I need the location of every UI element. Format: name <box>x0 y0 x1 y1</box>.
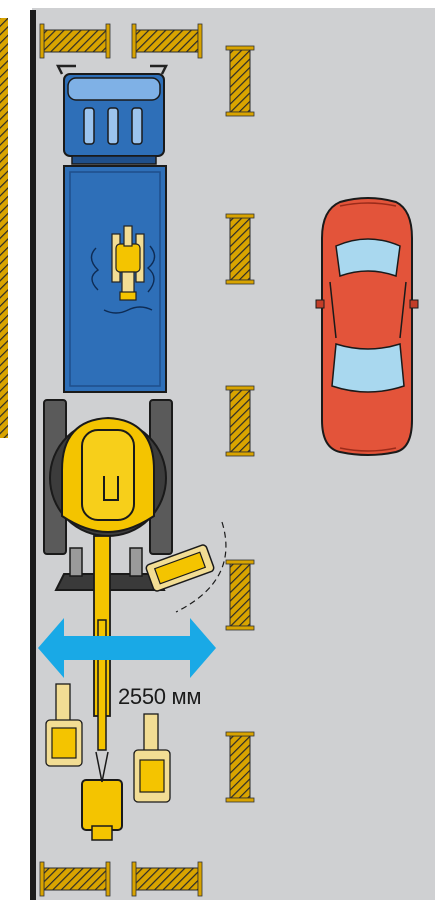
car-icon <box>315 197 419 456</box>
excavator-icon <box>145 544 215 592</box>
lane-marker-icon <box>225 45 255 803</box>
truck-icon <box>55 64 169 393</box>
curb-line <box>30 10 36 900</box>
excavator-icon <box>45 683 171 803</box>
width-arrow-icon <box>38 618 216 678</box>
excavator-icon <box>43 399 173 841</box>
sidewalk-hatch <box>0 18 8 438</box>
lane-marker-icon <box>39 23 203 59</box>
lane-marker-icon <box>39 861 203 897</box>
width-dimension-label: 2550 мм <box>118 684 202 709</box>
swing-arc <box>175 521 227 613</box>
